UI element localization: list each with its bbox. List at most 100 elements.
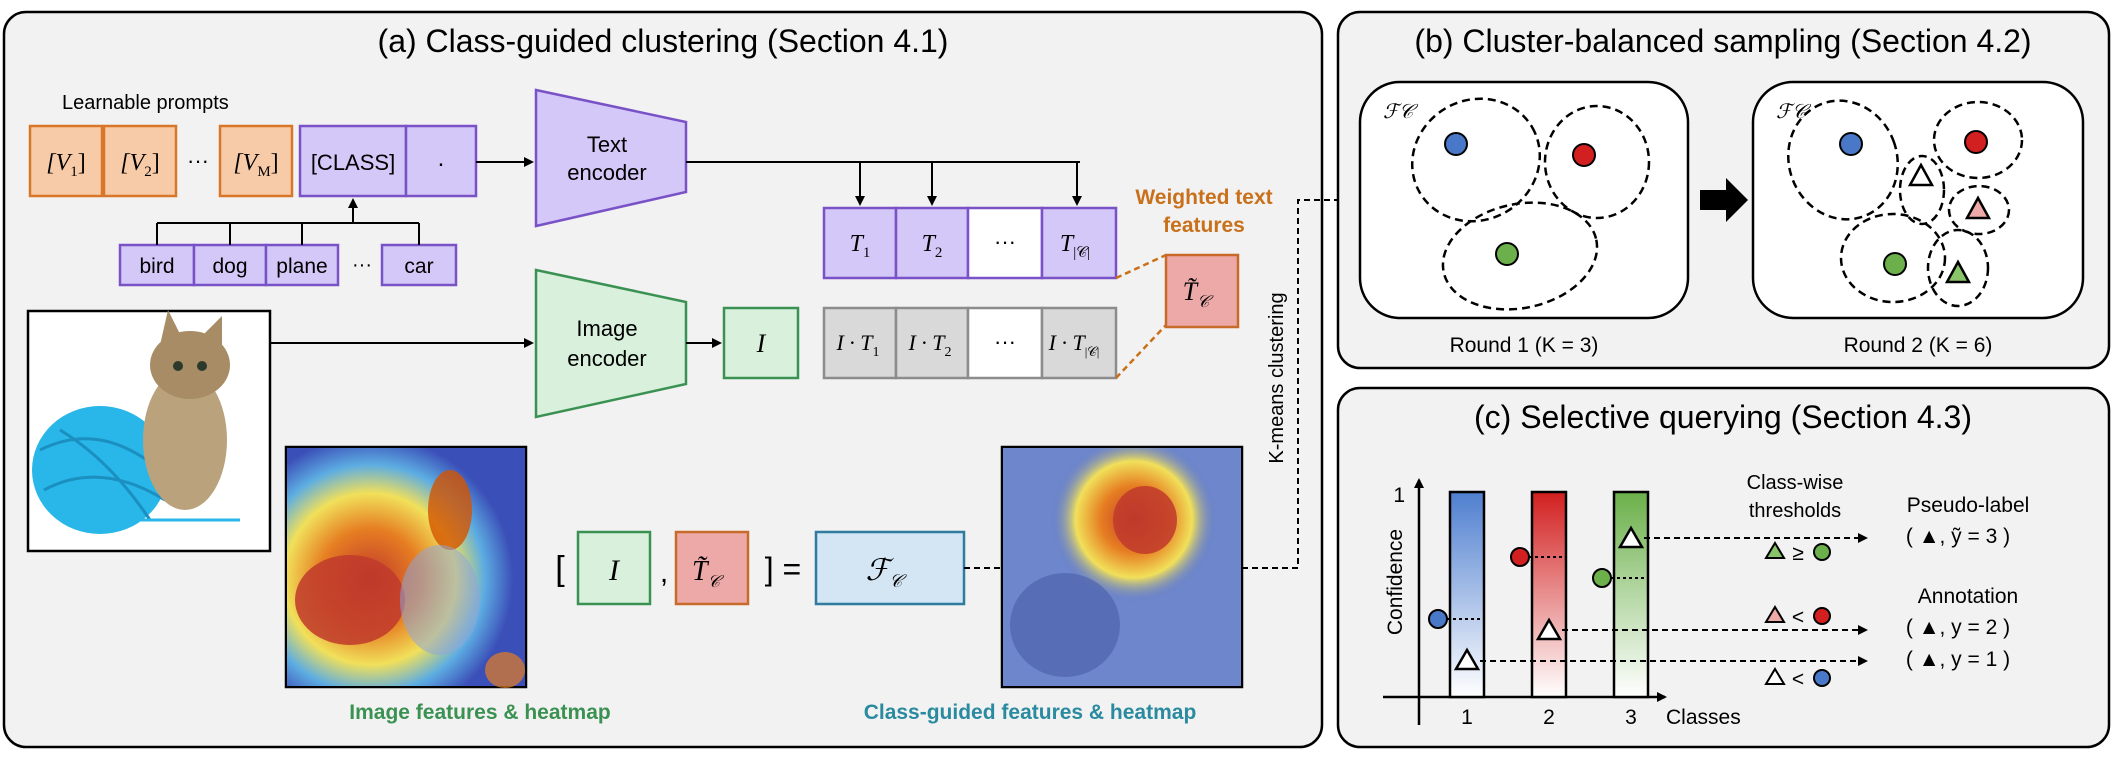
class-name-dog: dog: [212, 255, 247, 278]
weighted-token: T̃: [1183, 277, 1199, 306]
svg-text:[V2]: [V2]: [120, 150, 160, 180]
round1-fc-label: ℱ𝒞: [1383, 101, 1419, 123]
round-transition-arrow: [1700, 178, 1748, 222]
prompt-token-m-text: [V: [233, 150, 259, 176]
svg-text:I · T1: I · T1: [835, 330, 879, 360]
sim-feature-1: I · T: [835, 330, 874, 355]
sim-feature-1-sub: 1: [873, 345, 880, 360]
sim-feature-ellipsis: ···: [994, 329, 1016, 354]
round1-label: Round 1 (K = 3): [1450, 334, 1599, 357]
class-names-row: bird dog plane ··· car: [118, 243, 458, 287]
cmp-ge-symbol: ≥: [1792, 542, 1804, 565]
period-token: .: [404, 124, 478, 198]
class-thresholds: [1428, 547, 1648, 629]
class-guided-caption: Class-guided features & heatmap: [864, 701, 1197, 724]
thresholds-label-line2: thresholds: [1749, 500, 1841, 522]
query-samples: [1453, 525, 1868, 671]
image-feature-text: I: [756, 329, 767, 358]
concat-open: [: [555, 550, 565, 588]
panel-a-title: (a) Class-guided clustering (Section 4.1…: [378, 23, 949, 59]
prompt-token-m-sub: M: [257, 164, 270, 180]
panel-c-title: (c) Selective querying (Section 4.3): [1474, 399, 1972, 435]
text-feature-c-sub: |𝒞|: [1073, 245, 1090, 261]
prompt-token-2-text: [V: [120, 150, 146, 176]
text-feature-1: T: [850, 231, 865, 257]
image-encoder-line1: Image: [576, 316, 637, 341]
sim-feature-2-sub: 2: [945, 345, 952, 360]
svg-text:T|𝒞|: T|𝒞|: [1060, 231, 1090, 261]
x-axis-label: Classes: [1666, 706, 1741, 729]
pseudo-label-title: Pseudo-label: [1907, 494, 2030, 517]
cmp-lt-blue-symbol: <: [1792, 668, 1804, 691]
concat-t: T̃: [692, 556, 710, 587]
svg-text:I · T|𝒞|: I · T|𝒞|: [1048, 330, 1100, 359]
image-encoder: Image encoder: [534, 268, 688, 419]
class-names-ellipsis: ···: [352, 254, 372, 276]
round2-label: Round 2 (K = 6): [1844, 334, 1993, 357]
text-encoder-output-arrows: [686, 161, 1082, 206]
y-tick-1: 1: [1393, 484, 1405, 507]
svg-text:T1: T1: [850, 231, 871, 261]
text-features-row: T1 T2 ··· T|𝒞|: [822, 206, 1118, 280]
prompt-token-2-sub: 2: [144, 164, 152, 180]
panel-b-title: (b) Cluster-balanced sampling (Section 4…: [1414, 23, 2031, 59]
text-encoder: Text encoder: [534, 88, 688, 228]
bar-class-1: [1448, 490, 1486, 699]
prompt-token-1: [V1]: [28, 124, 104, 198]
concat-expression: [ I , T̃𝒞 ] = ℱ𝒞: [555, 530, 966, 606]
text-feature-2-sub: 2: [935, 245, 943, 261]
text-feature-c: T: [1060, 231, 1075, 257]
y-axis-label: Confidence: [1384, 529, 1407, 635]
prompt-ellipsis: ···: [187, 148, 209, 173]
text-feature-1-sub: 1: [863, 245, 871, 261]
svg-text:[VM]: [VM]: [233, 150, 278, 180]
weighted-text-features-line2: features: [1163, 214, 1245, 237]
prompt-token-1-sub: 1: [70, 164, 78, 180]
class-bracket: [156, 198, 420, 245]
class-token-text: [CLASS]: [311, 150, 395, 175]
concat-close: ] =: [765, 551, 801, 587]
confidence-bars: [1448, 490, 1650, 699]
text-encoder-line2: encoder: [567, 160, 647, 185]
sim-feature-c-sub: |𝒞|: [1085, 344, 1100, 359]
concat-comma: ,: [660, 556, 668, 589]
x-tick-1: 1: [1461, 706, 1473, 729]
class-name-car: car: [404, 255, 433, 278]
thresholds-label-line1: Class-wise: [1747, 472, 1844, 494]
weighted-text-feature-box: T̃𝒞: [1164, 253, 1240, 329]
weighted-feature-connectors: [1115, 253, 1167, 379]
comparison-lt-red: <: [1764, 605, 1831, 629]
pseudo-label-expr: ( ▲, ỹ = 3 ): [1906, 525, 2010, 548]
comparison-ge: ≥: [1764, 541, 1831, 565]
learnable-prompts-label: Learnable prompts: [62, 92, 229, 114]
svg-text:I · T2: I · T2: [907, 330, 951, 360]
image-feature-box: I: [722, 306, 800, 380]
similarity-row: I · T1 I · T2 ··· I · T|𝒞|: [822, 306, 1118, 380]
svg-text:[V1]: [V1]: [46, 150, 86, 180]
round2-clusters: ℱ𝒞: [1751, 80, 2085, 320]
class-name-plane: plane: [276, 255, 327, 278]
input-cat-image: [26, 309, 272, 553]
annotation-title: Annotation: [1918, 585, 2018, 608]
round1-clusters: ℱ𝒞: [1358, 80, 1690, 320]
image-encoder-line2: encoder: [567, 346, 647, 371]
text-feature-ellipsis: ···: [994, 229, 1016, 254]
image-features-caption: Image features & heatmap: [349, 701, 610, 724]
class-guided-heatmap: [1000, 445, 1244, 689]
weighted-text-features-line1: Weighted text: [1135, 186, 1272, 209]
kmeans-dashed-arrow: [1242, 195, 1356, 569]
annotation-expr-1: ( ▲, y = 2 ): [1906, 616, 2010, 639]
sim-feature-2: I · T: [907, 330, 946, 355]
text-feature-2: T: [922, 231, 937, 257]
svg-text:T2: T2: [922, 231, 943, 261]
prompt-token-1-text: [V: [46, 150, 72, 176]
sim-feature-c: I · T: [1048, 330, 1087, 355]
annotation-expr-2: ( ▲, y = 1 ): [1906, 648, 2010, 671]
class-name-bird: bird: [139, 255, 174, 278]
bar-class-3: [1612, 490, 1650, 699]
text-encoder-line1: Text: [587, 132, 627, 157]
class-token: [CLASS]: [298, 124, 408, 198]
prompt-token-2: [V2]: [102, 124, 178, 198]
